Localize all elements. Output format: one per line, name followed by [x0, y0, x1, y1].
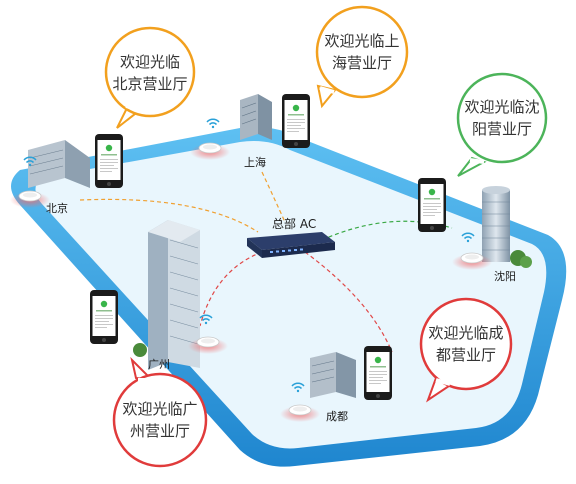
speech-bubble-chengdu: 欢迎光临成 都营业厅	[419, 297, 513, 403]
city-label: 广州	[148, 358, 170, 371]
branch-shenyang: 沈阳 欢迎光临沈 阳营业厅	[418, 72, 548, 283]
city-label: 沈阳	[494, 269, 516, 283]
branch-beijing: 北京 欢迎光临 北京营业厅	[9, 26, 196, 215]
bubble-line-1: 欢迎光临沈	[464, 98, 539, 116]
building-icon	[133, 220, 200, 370]
headquarters-label: 总部 AC	[272, 216, 316, 231]
city-label: 北京	[46, 201, 68, 215]
bubble-line-2: 都营业厅	[436, 346, 496, 364]
bubble-line-2: 阳营业厅	[472, 120, 532, 138]
phone-icon	[364, 346, 392, 400]
bubble-line-1: 欢迎光临上	[324, 32, 399, 50]
speech-bubble-shanghai: 欢迎光临上 海营业厅	[315, 5, 409, 109]
bubble-line-1: 欢迎光临	[120, 53, 180, 71]
city-label: 成都	[326, 410, 348, 423]
building-icon	[240, 94, 272, 140]
bubble-line-1: 欢迎光临成	[428, 324, 503, 342]
building-icon	[310, 352, 356, 398]
phone-icon	[282, 94, 310, 148]
wifi-icon	[206, 118, 220, 129]
branch-shanghai: 上海 欢迎光临上 海营业厅	[189, 5, 409, 169]
speech-bubble-beijing: 欢迎光临 北京营业厅	[104, 26, 196, 129]
headquarters-ac: 总部 AC	[247, 216, 335, 258]
bubble-line-1: 欢迎光临广	[122, 400, 197, 418]
building-icon	[28, 140, 90, 188]
speech-bubble-guangzhou: 欢迎光临广 州营业厅	[112, 356, 208, 468]
phone-icon	[90, 290, 118, 344]
phone-icon	[95, 134, 123, 188]
branch-guangzhou: 广州 欢迎光临广 州营业厅	[90, 220, 229, 468]
building-icon	[482, 186, 532, 268]
speech-bubble-shenyang: 欢迎光临沈 阳营业厅	[456, 72, 548, 177]
bubble-line-2: 州营业厅	[130, 422, 190, 440]
link-chengdu	[304, 251, 393, 353]
bubble-line-2: 北京营业厅	[112, 75, 187, 93]
city-label: 上海	[244, 155, 266, 169]
bubble-line-2: 海营业厅	[332, 54, 392, 72]
link-shanghai	[261, 171, 286, 223]
phone-icon	[418, 178, 446, 232]
branch-chengdu: 成都 欢迎光临成 都营业厅	[279, 297, 513, 423]
link-guangzhou	[199, 251, 263, 327]
